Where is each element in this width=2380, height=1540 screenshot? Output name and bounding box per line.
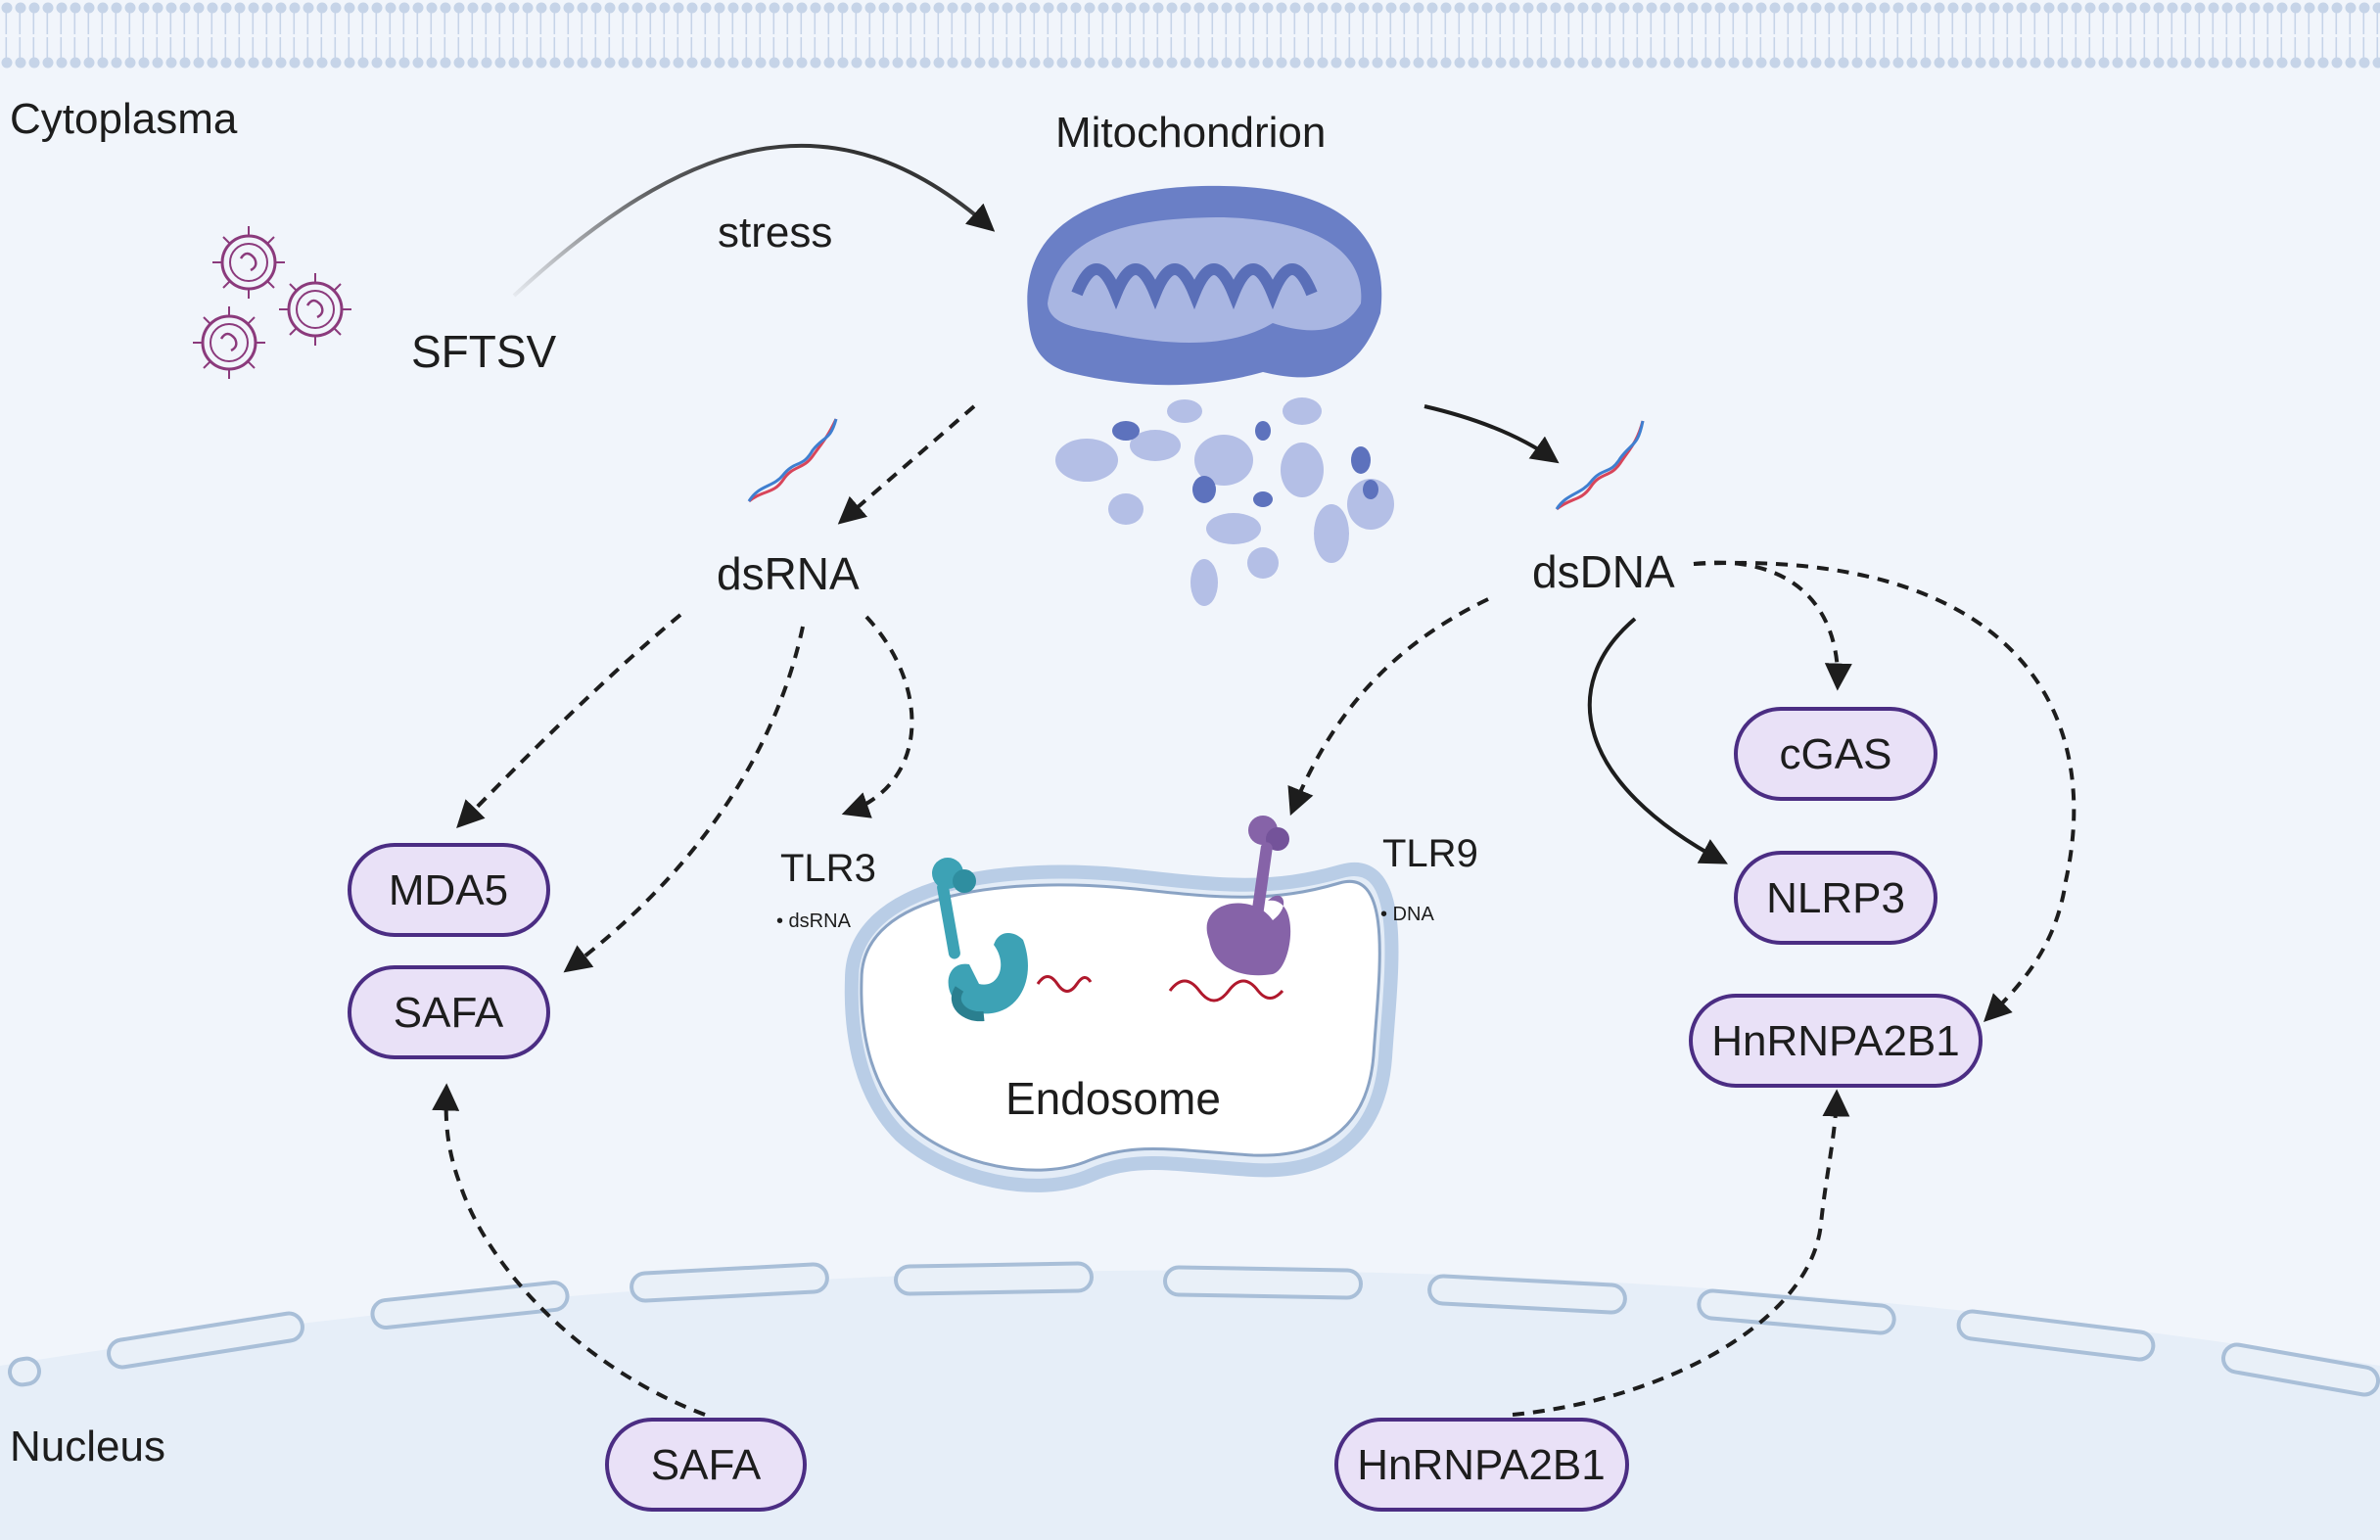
- sftsv-virus-icon: [193, 226, 351, 379]
- endosome-label: Endosome: [1005, 1073, 1221, 1124]
- dsdna-to-cgas-arrow: [1693, 560, 1852, 691]
- nucleus-label: Nucleus: [10, 1423, 165, 1470]
- tlr3-label: TLR3: [780, 847, 876, 890]
- stress-label: stress: [718, 209, 832, 257]
- dsdna-to-nlrp3-arrow: [1587, 617, 1728, 864]
- hnrnpa2b1-nucleus-pill: HnRNPA2B1: [1334, 1418, 1629, 1512]
- mito-to-dsdna-arrow: [1423, 404, 1560, 464]
- mda5-label: MDA5: [389, 866, 508, 914]
- safa-nucleus-pill: SAFA: [605, 1418, 807, 1512]
- sftsv-label: SFTSV: [411, 326, 557, 377]
- hnrnpa2b1-nuclear-export-arrow: [1512, 1089, 1850, 1417]
- mito-to-dsrna-arrow: [837, 404, 976, 525]
- dsrna-label: dsRNA: [717, 548, 860, 599]
- hnrnpa2b1-cytoplasm-pill: HnRNPA2B1: [1689, 994, 1983, 1088]
- dsdna-to-tlr9-arrow: [1287, 597, 1489, 817]
- nucleus-region: [0, 1270, 2380, 1540]
- mitochondrion-label: Mitochondrion: [1055, 109, 1326, 157]
- dsrna-helix-icon: [747, 418, 838, 503]
- mitochondrion-icon: [1027, 185, 1394, 606]
- cgas-pill: cGAS: [1734, 707, 1937, 801]
- nlrp3-label: NLRP3: [1766, 874, 1905, 922]
- dsrna-to-tlr3-arrow: [841, 615, 914, 818]
- hnrnpa2b1-nucleus-label: HnRNPA2B1: [1357, 1441, 1606, 1489]
- cytoplasm-label: Cytoplasma: [10, 95, 238, 143]
- dsrna-to-safa-arrow: [563, 626, 805, 973]
- safa-cytoplasm-label: SAFA: [394, 989, 504, 1037]
- stress-arrow: [512, 143, 996, 298]
- dsrna-to-mda5-arrow: [456, 613, 682, 829]
- tlr9-receptor-icon: [1168, 816, 1291, 1003]
- endosome-icon: [844, 863, 1399, 1192]
- tlr3-receptor-icon: [932, 858, 1093, 1022]
- safa-nucleus-label: SAFA: [651, 1441, 762, 1489]
- hnrnpa2b1-cytoplasm-label: HnRNPA2B1: [1711, 1017, 1960, 1065]
- safa-nuclear-export-arrow: [432, 1083, 706, 1417]
- safa-cytoplasm-pill: SAFA: [348, 965, 550, 1059]
- tlr9-label: TLR9: [1382, 832, 1478, 875]
- tlr9-ligand-label: • DNA: [1380, 904, 1434, 925]
- nuclear-envelope: [8, 1261, 2380, 1397]
- tlr3-ligand-label: • dsRNA: [776, 910, 852, 932]
- dsdna-label: dsDNA: [1532, 546, 1675, 597]
- dsdna-to-hnrnpa2b1-arrow: [1693, 560, 2077, 1022]
- cell-membrane: [0, 0, 2380, 70]
- cgas-label: cGAS: [1780, 730, 1892, 778]
- mda5-pill: MDA5: [348, 843, 550, 937]
- dsdna-helix-icon: [1555, 420, 1645, 511]
- nlrp3-pill: NLRP3: [1734, 851, 1937, 945]
